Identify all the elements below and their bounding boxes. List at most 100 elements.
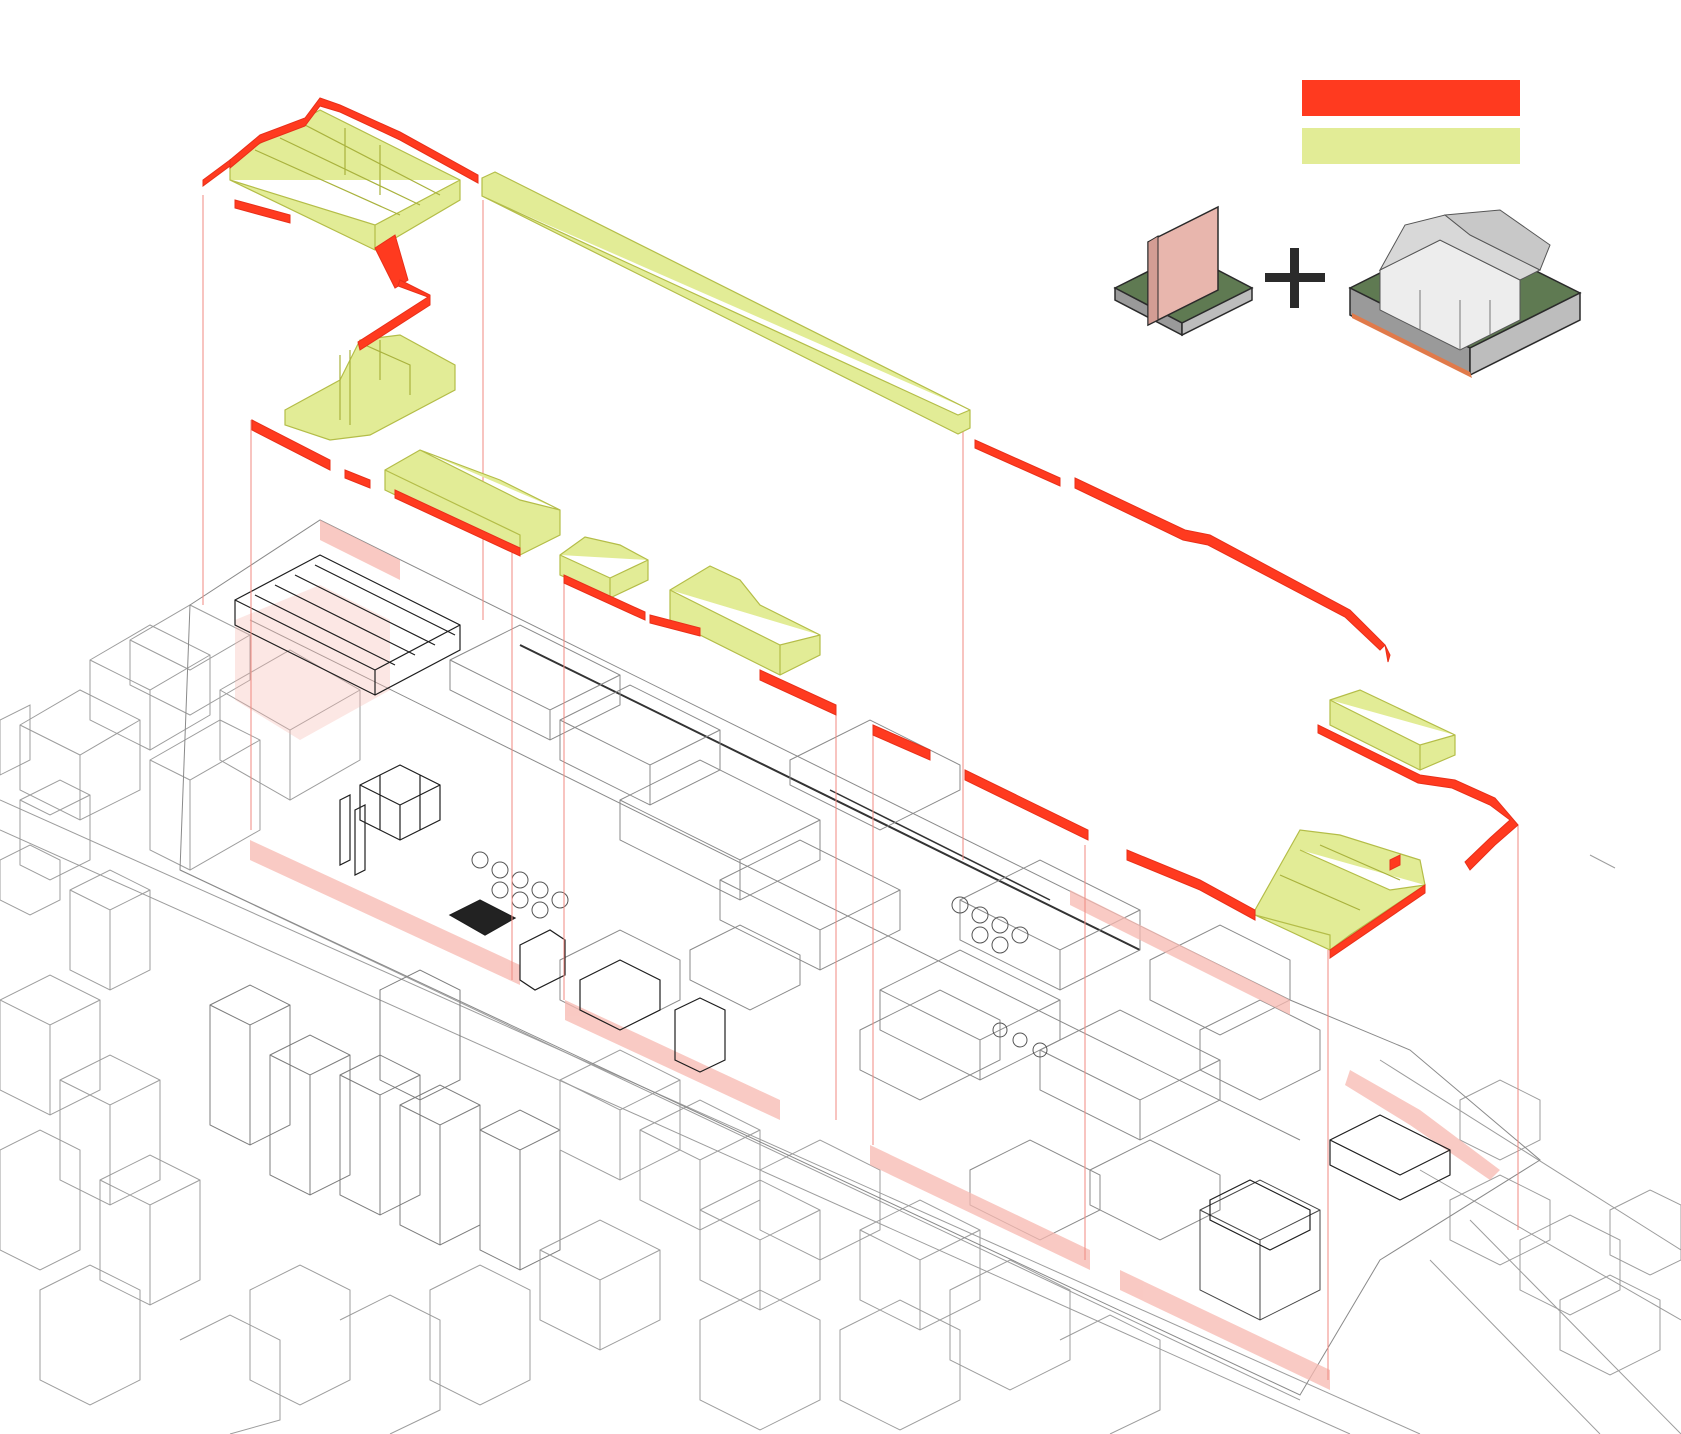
wall-segment — [374, 234, 409, 289]
city-block — [219, 649, 361, 801]
right-workshop — [1329, 1114, 1451, 1201]
ground-wall-segment — [1120, 1270, 1330, 1390]
city-block — [1559, 1274, 1661, 1376]
road-edge — [1429, 1259, 1601, 1434]
retained-building-roof-lines — [254, 124, 441, 216]
ground-wall-traces — [235, 520, 1500, 1390]
wall-segment — [357, 279, 431, 351]
wall-segment — [759, 669, 837, 716]
wall-segment — [344, 469, 371, 489]
wall-segment — [1329, 884, 1426, 959]
factory-shed — [1039, 1009, 1221, 1141]
boundary-walls — [202, 97, 1519, 959]
road-edge — [1589, 854, 1616, 869]
wall-segment — [1126, 849, 1256, 921]
projection-lines — [202, 195, 1519, 1380]
wall-segment — [1317, 724, 1519, 871]
city-block — [1519, 1214, 1621, 1316]
city-block — [59, 1054, 161, 1206]
factory-shed — [879, 949, 1061, 1081]
retained-building-refinery-detail — [339, 340, 411, 425]
city-block — [1059, 1314, 1161, 1434]
ground-wall-segment — [1345, 1070, 1500, 1180]
small-shed — [519, 929, 566, 991]
office-block — [1199, 1179, 1321, 1321]
city-block — [1609, 1189, 1681, 1276]
warehouse-module-icon — [1348, 209, 1582, 378]
retained-building-right-shed — [1329, 689, 1456, 771]
city-block — [0, 974, 101, 1116]
site-inner-edge — [249, 619, 1301, 1141]
city-block — [69, 869, 151, 991]
retained-buildings — [229, 109, 1456, 951]
rail-line — [519, 644, 1141, 951]
wall-segment — [394, 489, 521, 557]
city-block — [19, 689, 141, 821]
ground-wall-segment — [320, 520, 400, 580]
city-block — [149, 719, 261, 871]
main-workshop — [234, 554, 461, 696]
wall-segment — [229, 97, 479, 184]
ground-wall-segment — [235, 585, 390, 740]
wall-segment — [563, 574, 646, 621]
city-block — [99, 1154, 201, 1306]
wall-segment — [964, 769, 1089, 841]
site-boundary — [179, 519, 1541, 1396]
steel-frame-structure — [359, 764, 441, 841]
retained-building-right-warehouse — [1254, 829, 1426, 951]
module-equation — [1113, 205, 1582, 378]
retained-building-right-warehouse-roof — [1279, 844, 1401, 911]
wall-segment — [251, 419, 331, 471]
city-block — [0, 1129, 81, 1271]
city-block — [249, 1264, 351, 1406]
factory-shed — [789, 719, 961, 831]
retained-building-long-shed — [481, 171, 971, 435]
factory-shed — [559, 929, 681, 1031]
black-shed — [448, 899, 517, 936]
city-block — [699, 1289, 821, 1431]
retained-building-swatch — [1302, 128, 1520, 164]
retained-building-refinery — [284, 334, 456, 441]
road-edge — [1379, 1059, 1681, 1251]
factory-shed — [859, 989, 1001, 1101]
factory-shed — [449, 624, 621, 741]
tank-cluster — [471, 851, 1048, 1058]
city-block — [19, 779, 91, 881]
city-block — [0, 844, 61, 916]
workshop-roof-lines — [254, 564, 456, 666]
city-block — [129, 604, 251, 716]
rail-line — [829, 789, 1051, 901]
wall-boundary-swatch — [1302, 80, 1520, 116]
wall-segment — [234, 199, 291, 224]
factory-shed — [689, 924, 801, 1011]
city-block — [39, 1264, 141, 1406]
city-block — [1449, 1174, 1551, 1266]
wall-segment — [202, 159, 231, 187]
wall-segment — [649, 614, 701, 637]
shed-row — [579, 959, 661, 1031]
road-edge — [0, 799, 1421, 1434]
city-block — [759, 1139, 881, 1261]
ground-wall-segment — [870, 1145, 1090, 1270]
tower-group — [209, 969, 561, 1271]
housing-block — [1209, 1179, 1311, 1251]
city-context — [0, 604, 1681, 1434]
factory-site — [179, 519, 1541, 1396]
site-industrial-detail — [234, 554, 1451, 1251]
factory-shed — [1089, 1139, 1221, 1241]
wall-segment — [1389, 854, 1401, 871]
city-block — [179, 1314, 281, 1434]
road-edge — [179, 869, 1301, 1401]
distillation-tower — [339, 794, 366, 876]
wall-segment — [974, 439, 1061, 487]
ground-wall-segment — [1070, 890, 1290, 1015]
tall-block — [674, 997, 726, 1073]
city-block — [539, 1219, 661, 1351]
plus-icon — [1265, 248, 1325, 308]
city-block — [89, 624, 211, 751]
wall-segment — [872, 724, 931, 761]
city-block — [0, 704, 31, 776]
wall-segment — [1074, 477, 1386, 651]
city-block — [949, 1259, 1071, 1391]
